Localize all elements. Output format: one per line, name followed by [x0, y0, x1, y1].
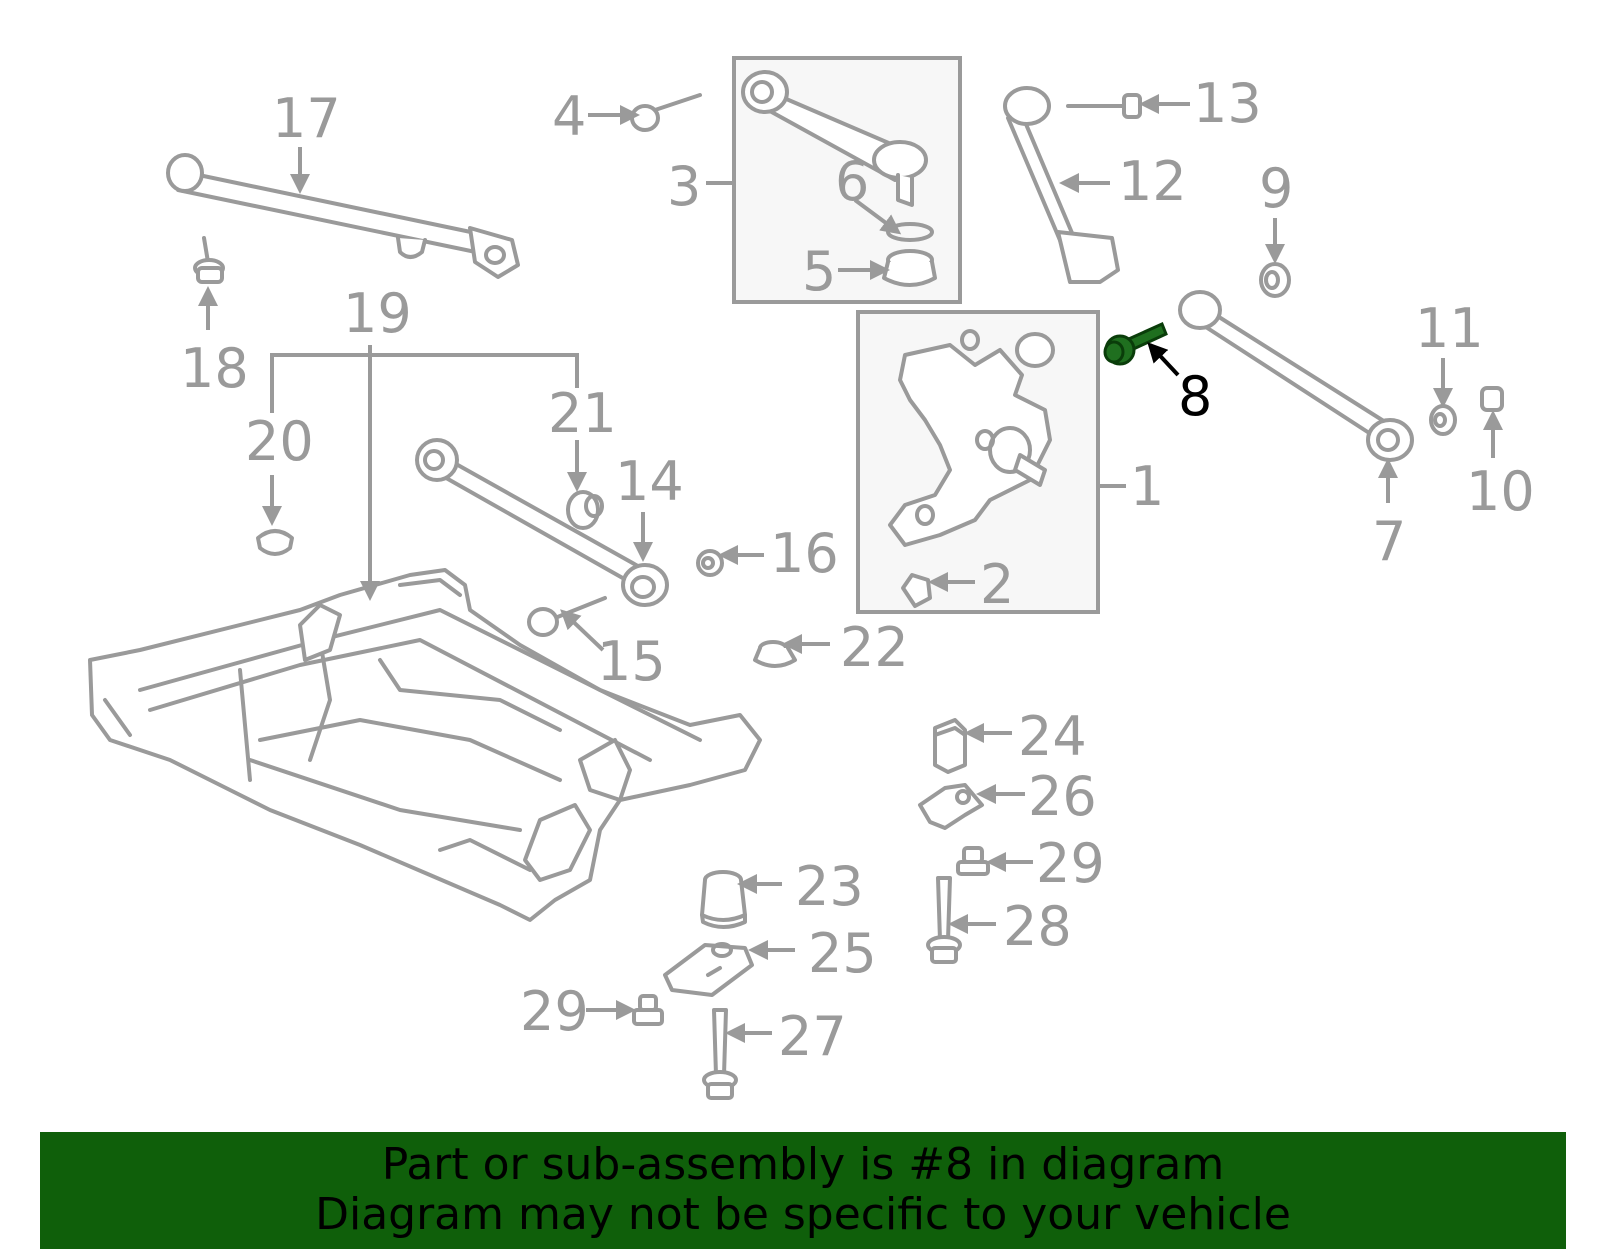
part-4-bolt — [630, 93, 702, 132]
part-29-bolt-lower — [632, 994, 664, 1026]
label-6: 6 — [835, 150, 869, 213]
label-21: 21 — [548, 382, 617, 445]
part-9-bushing — [1259, 262, 1291, 298]
label-12: 12 — [1118, 150, 1187, 213]
label-26: 26 — [1028, 765, 1097, 828]
part-25-plate — [663, 942, 754, 997]
label-2: 2 — [980, 553, 1014, 616]
callout-labels: 17 18 4 3 6 5 12 13 9 8 11 10 7 1 2 19 2… — [180, 72, 1535, 1068]
part-26-bracket — [918, 783, 984, 830]
label-3: 3 — [667, 155, 701, 218]
label-14: 14 — [615, 450, 684, 513]
part-28-bolt — [926, 876, 962, 964]
label-13: 13 — [1193, 72, 1262, 135]
label-27: 27 — [778, 1005, 847, 1068]
part-23-cup — [700, 870, 747, 929]
part-10-nut — [1480, 386, 1504, 412]
part-18-bolt — [193, 236, 225, 284]
label-29-upper: 29 — [1036, 832, 1105, 895]
label-19: 19 — [343, 282, 412, 345]
part-21-plug — [566, 490, 604, 530]
part-7-lower-arm — [1178, 290, 1414, 462]
label-29-lower: 29 — [520, 980, 589, 1043]
label-16: 16 — [770, 522, 839, 585]
label-24: 24 — [1018, 705, 1087, 768]
label-20: 20 — [245, 410, 314, 473]
label-25: 25 — [808, 922, 877, 985]
banner-line-2: Diagram may not be specific to your vehi… — [315, 1189, 1291, 1240]
label-28: 28 — [1003, 895, 1072, 958]
label-17: 17 — [272, 87, 341, 150]
label-5: 5 — [802, 240, 836, 303]
part-3-upper-arm — [741, 70, 928, 207]
label-18: 18 — [180, 337, 249, 400]
part-15-bolt — [527, 596, 607, 637]
label-8[interactable]: 8 — [1178, 365, 1212, 428]
part-16-nut — [696, 549, 724, 577]
label-22: 22 — [840, 616, 909, 679]
part-8-bolt-highlighted[interactable] — [1103, 321, 1168, 366]
label-23: 23 — [795, 855, 864, 918]
part-17-lateral-arm — [166, 153, 520, 279]
label-1: 1 — [1130, 455, 1164, 518]
part-27-bolt — [702, 1008, 738, 1100]
part-11-bushing — [1429, 404, 1457, 436]
part-1-knuckle — [888, 329, 1055, 547]
part-13-bolt — [1066, 93, 1142, 119]
label-10: 10 — [1466, 460, 1535, 523]
banner-line-1: Part or sub-assembly is #8 in diagram — [381, 1139, 1225, 1190]
part-24-stopper — [933, 718, 967, 774]
label-11: 11 — [1415, 297, 1484, 360]
info-banner: Part or sub-assembly is #8 in diagram Di… — [40, 1132, 1566, 1249]
leader-lines — [198, 94, 1503, 1043]
part-19-subframe — [88, 568, 762, 922]
label-9: 9 — [1259, 157, 1293, 220]
label-7: 7 — [1372, 510, 1406, 573]
part-14-control-arm — [415, 438, 669, 607]
part-29-bolt-upper — [956, 846, 990, 876]
part-12-trailing-arm — [1003, 86, 1120, 284]
label-4: 4 — [552, 85, 586, 148]
part-5-dust-boot — [882, 249, 937, 287]
label-15: 15 — [597, 630, 666, 693]
part-20-plug — [256, 529, 294, 556]
